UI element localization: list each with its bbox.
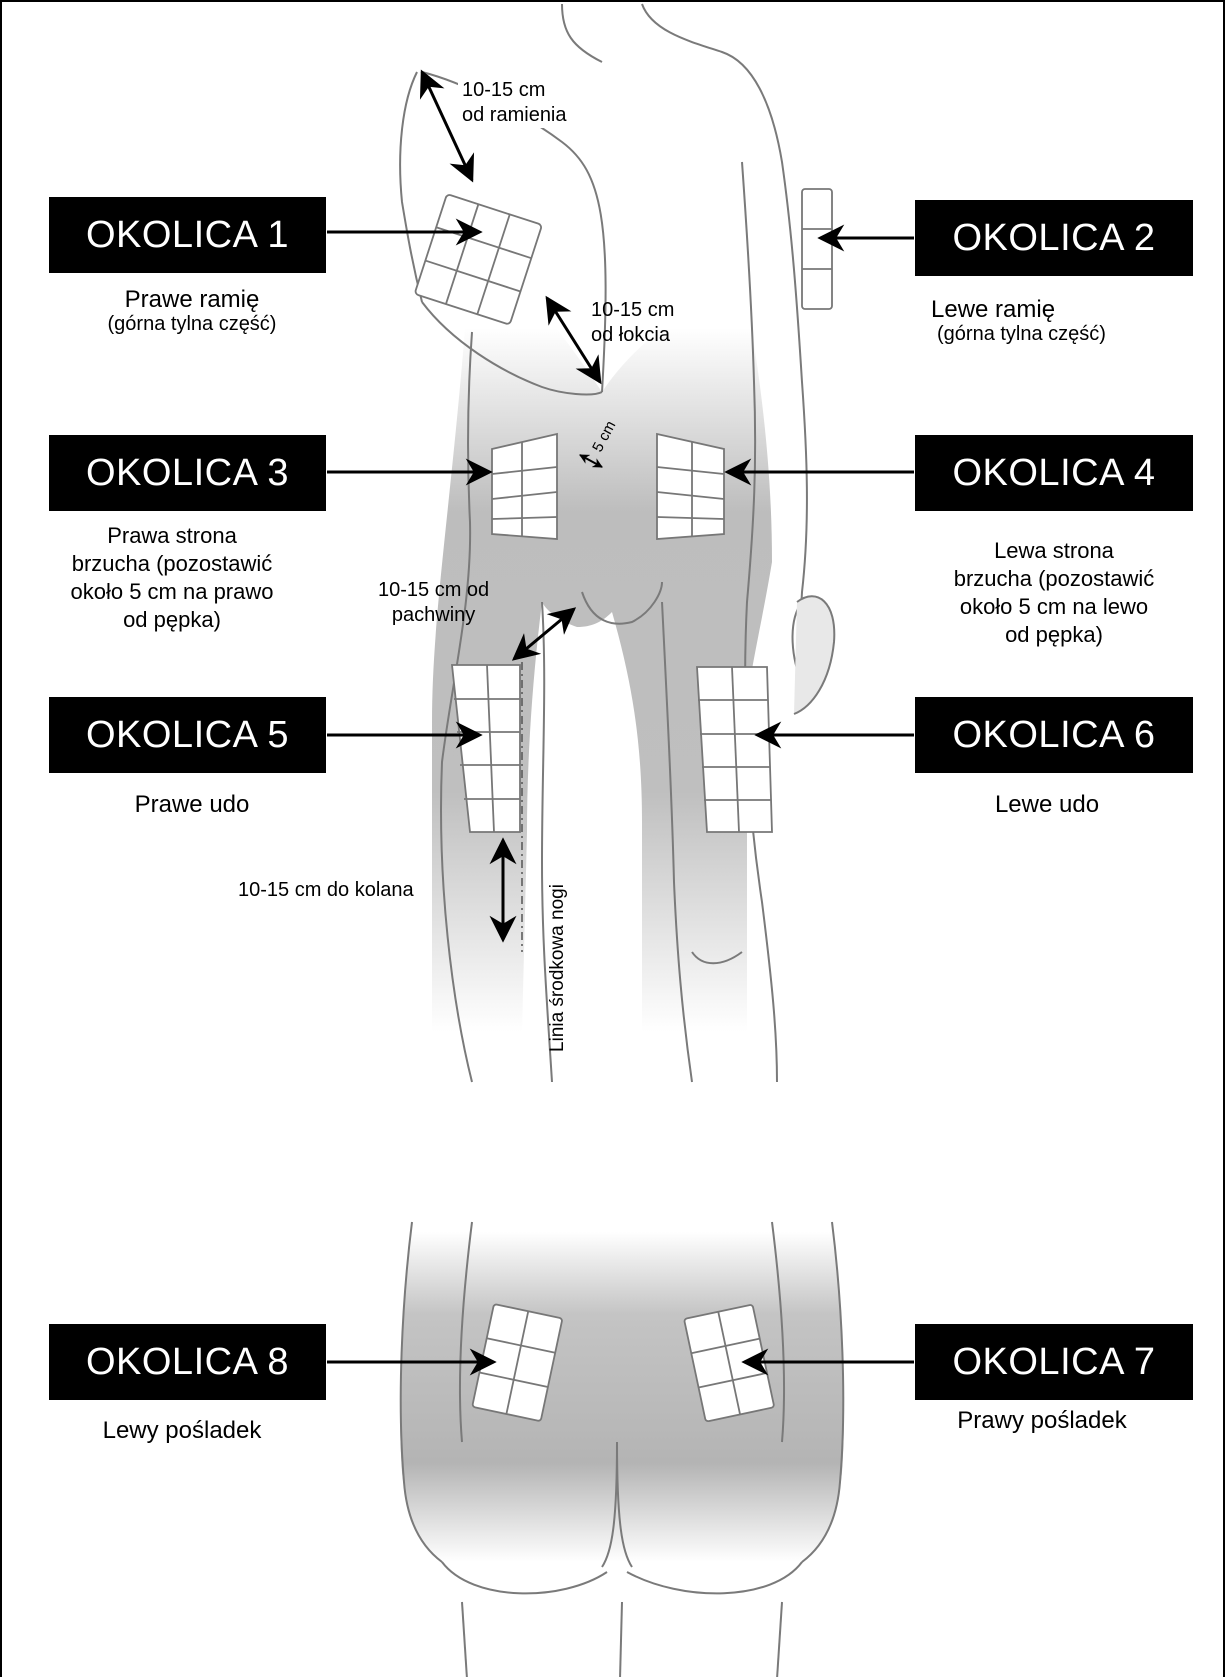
region-6-description: Lewe udo [932,792,1162,817]
region-1-name: Prawe ramię [72,287,312,312]
groin-distance-value: 10-15 cm od [378,578,489,603]
shoulder-distance-label: 10-15 cm od ramienia [458,78,571,128]
region-7-name: Prawy pośladek [922,1408,1162,1433]
region-7-label: OKOLICA 7 [915,1324,1193,1400]
region-4-line-3: około 5 cm na lewo [904,593,1204,621]
region-3-line-1: Prawa strona [22,522,322,550]
region-3-line-4: od pępka) [22,606,322,634]
region-2-label: OKOLICA 2 [915,200,1193,276]
region-4-line-1: Lewa strona [904,537,1204,565]
leg-midline-label: Linia środkowa nogi [547,884,569,1052]
region-3-label: OKOLICA 3 [49,435,326,511]
region-4-line-4: od pępka) [904,621,1204,649]
region-2-description: Lewe ramię (górna tylna część) [927,297,1177,347]
region-1-detail: (górna tylna część) [72,312,312,337]
region-5-description: Prawe udo [72,792,312,817]
groin-distance-ref: pachwiny [378,603,489,628]
region-3-line-2: brzucha (pozostawić [22,550,322,578]
region-2-name: Lewe ramię [927,297,1177,322]
region-4-description: Lewa strona brzucha (pozostawić około 5 … [904,537,1204,649]
region-4-label: OKOLICA 4 [915,435,1193,511]
groin-distance-label: 10-15 cm od pachwiny [374,578,493,628]
elbow-distance-ref: od łokcia [591,323,674,348]
region-5-name: Prawe udo [72,792,312,817]
region-1-label: OKOLICA 1 [49,197,326,273]
region-6-name: Lewe udo [932,792,1162,817]
region-8-label: OKOLICA 8 [49,1324,326,1400]
shoulder-distance-value: 10-15 cm [462,78,567,103]
region-8-name: Lewy pośladek [62,1418,302,1443]
region-6-label: OKOLICA 6 [915,697,1193,773]
elbow-distance-value: 10-15 cm [591,298,674,323]
knee-distance-label: 10-15 cm do kolana [234,878,418,903]
region-3-line-3: około 5 cm na prawo [22,578,322,606]
region-8-description: Lewy pośladek [62,1418,302,1443]
region-2-detail: (górna tylna część) [927,322,1177,347]
region-7-description: Prawy pośladek [922,1408,1162,1433]
region-3-description: Prawa strona brzucha (pozostawić około 5… [22,522,322,634]
region-5-label: OKOLICA 5 [49,697,326,773]
buttocks-shape [400,1232,844,1562]
region-4-line-2: brzucha (pozostawić [904,565,1204,593]
region-1-description: Prawe ramię (górna tylna część) [72,287,312,337]
torso-shape [432,232,772,1032]
elbow-distance-label: 10-15 cm od łokcia [587,298,678,348]
shoulder-distance-ref: od ramienia [462,103,567,128]
